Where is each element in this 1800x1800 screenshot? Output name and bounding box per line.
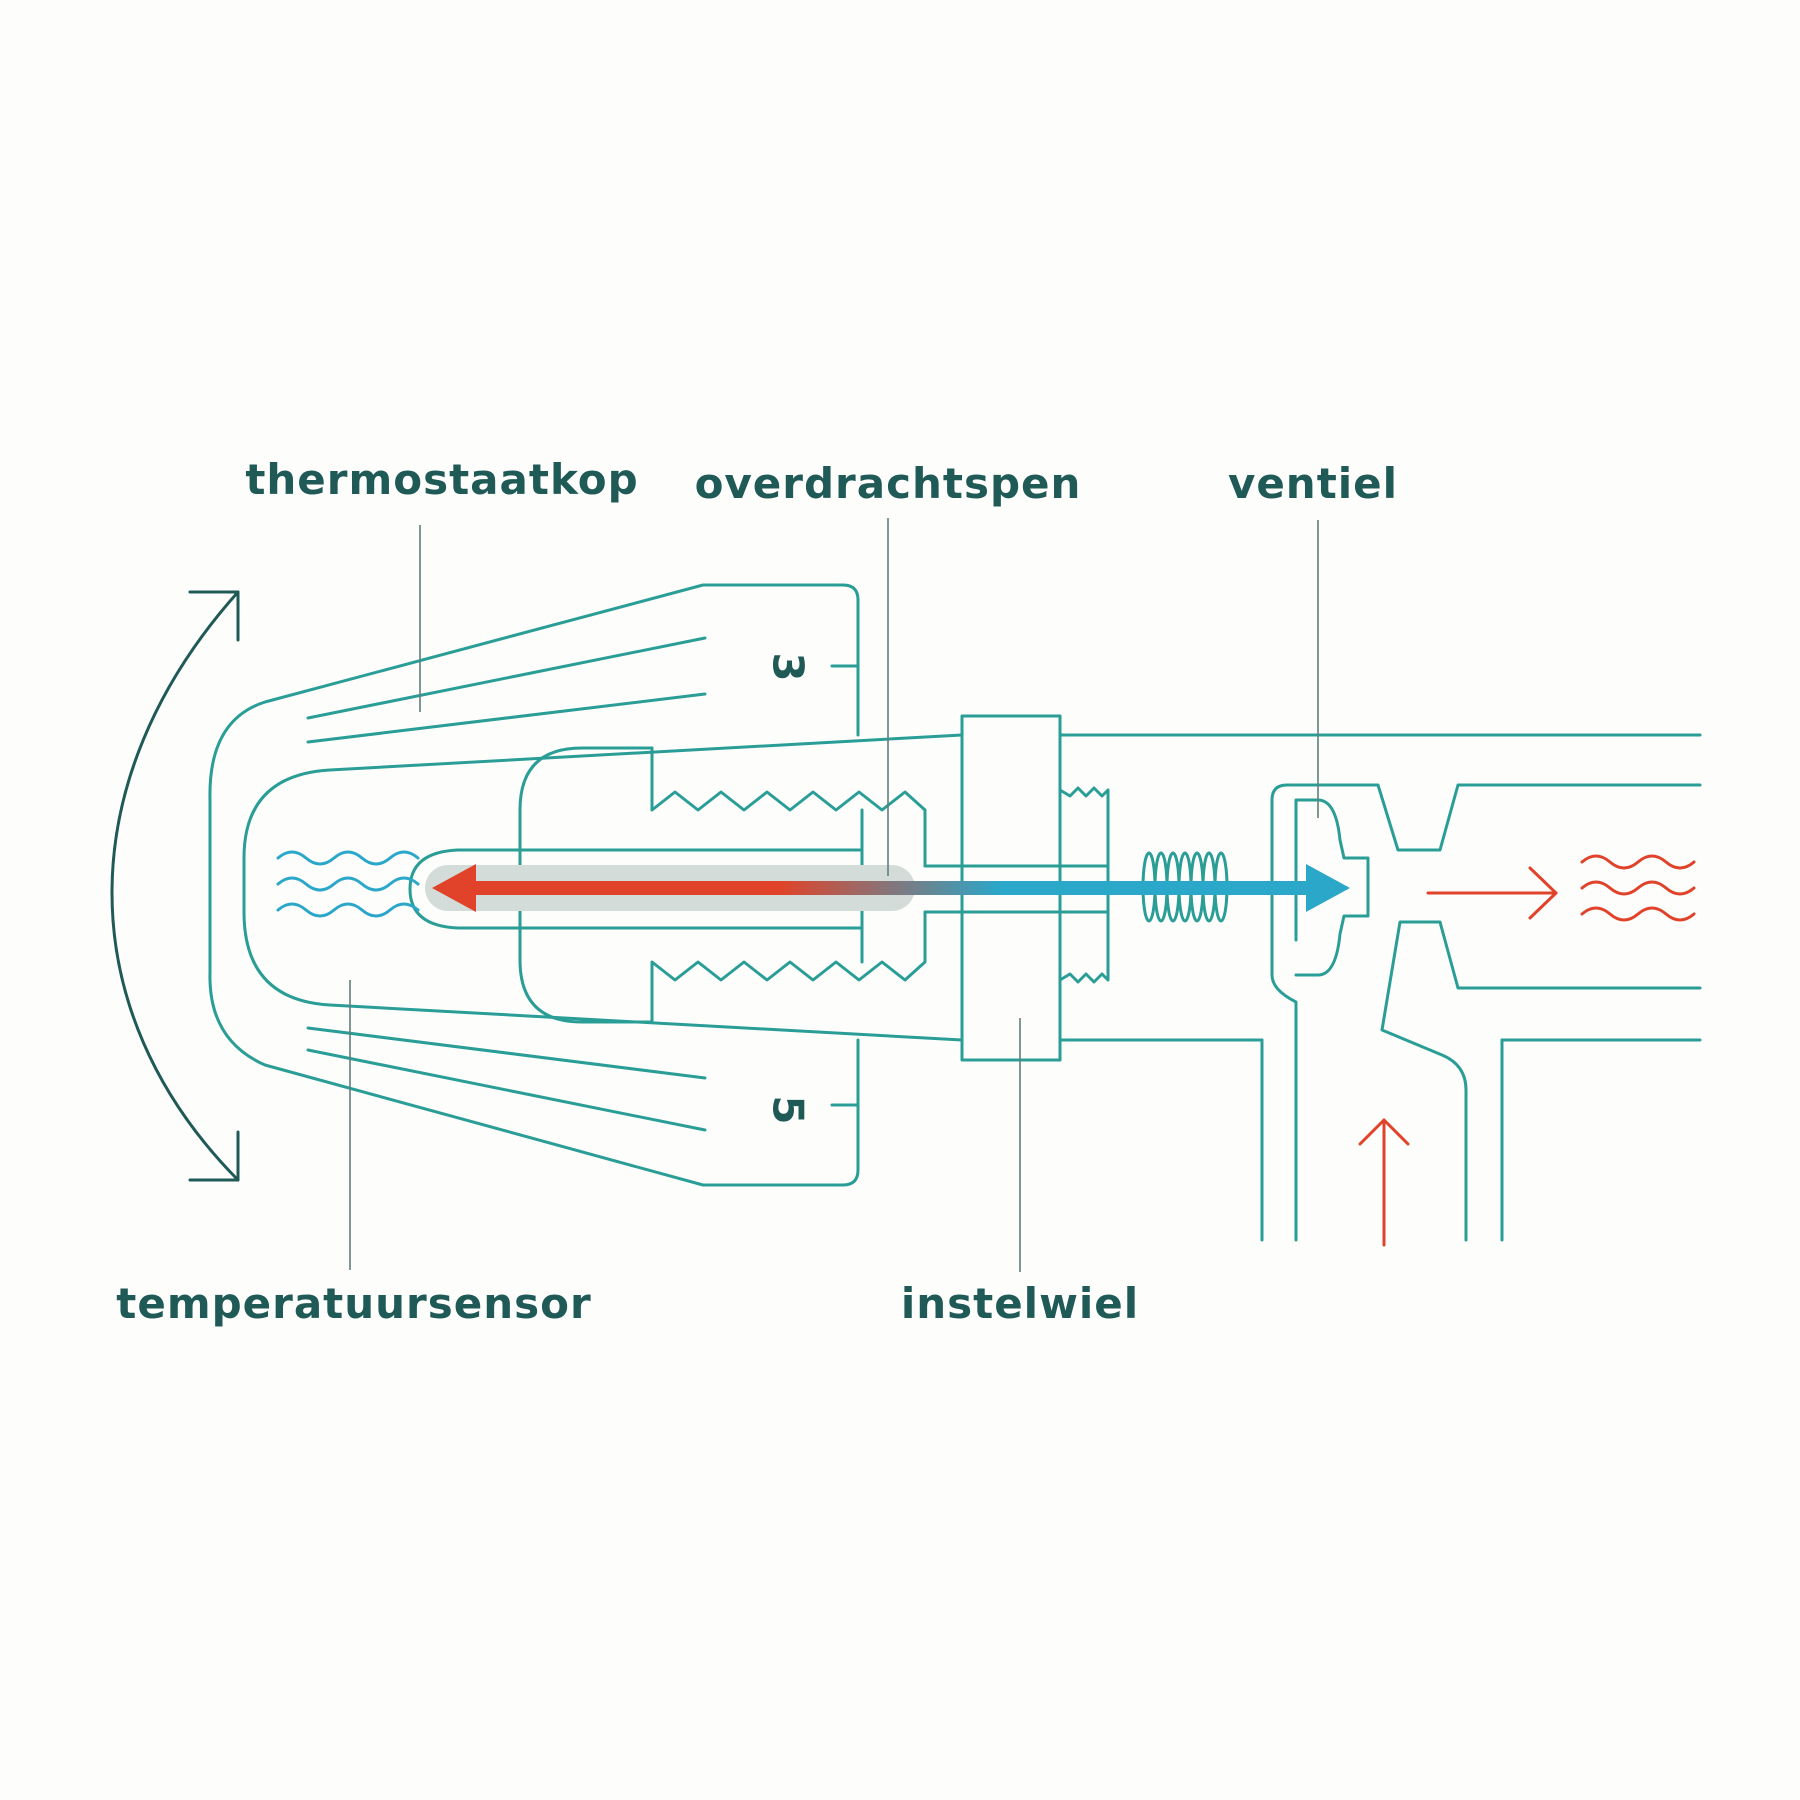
thermostat-head [208,583,964,1187]
sensor-waves [276,850,420,918]
flow-arrow-right [1426,866,1558,920]
label-overdrachtspen: overdrachtspen [695,459,1082,508]
dial-number-3: 3 [764,652,813,681]
label-thermostaatkop: thermostaatkop [245,455,638,504]
label-instelwiel: instelwiel [901,1279,1139,1328]
heat-waves [1580,854,1696,922]
label-temperatuursensor: temperatuursensor [116,1279,591,1328]
rotation-arrow [110,590,240,1182]
valve-body [1058,733,1702,1242]
dial-number-5: 5 [764,1095,813,1124]
label-ventiel: ventiel [1228,459,1398,508]
transfer-pin [425,864,1350,912]
leader-lines [349,518,1319,1272]
flow-arrow-up [1358,1118,1410,1247]
